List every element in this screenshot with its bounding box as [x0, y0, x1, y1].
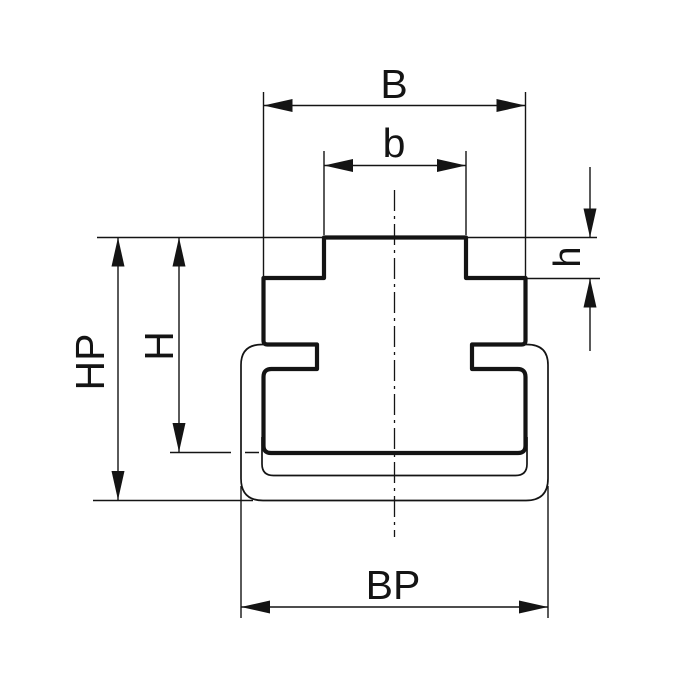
B-arrow-left — [263, 99, 293, 112]
B-arrow-right — [496, 99, 526, 112]
b-arrow-right — [437, 159, 466, 172]
h-arrow-up — [583, 278, 597, 308]
dimension-label-H: H — [136, 331, 182, 361]
dimension-label-HP: HP — [67, 334, 113, 391]
dimension-label-h: h — [547, 246, 589, 267]
dimension-B: B — [263, 61, 526, 112]
dimension-HP: HP — [67, 237, 125, 500]
dimension-BP: BP — [241, 562, 548, 614]
dimension-label-BP: BP — [366, 562, 421, 608]
dimension-label-b: b — [383, 120, 406, 166]
dimension-label-B: B — [380, 61, 407, 107]
plastic-profile-outline — [261, 235, 528, 456]
BP-arrow-right — [519, 600, 548, 614]
b-arrow-left — [324, 159, 353, 172]
dimension-H: H — [136, 237, 186, 452]
dimension-h: h — [547, 167, 597, 351]
dimension-b: b — [324, 120, 466, 172]
H-arrow-down — [172, 423, 186, 452]
H-arrow-up — [172, 237, 186, 267]
BP-extension-lines — [240, 486, 549, 618]
BP-arrow-left — [241, 600, 270, 614]
h-arrow-down — [583, 208, 597, 238]
HP-arrow-down — [111, 471, 125, 500]
B-extension-lines — [262, 92, 527, 276]
HP-arrow-up — [111, 237, 125, 267]
